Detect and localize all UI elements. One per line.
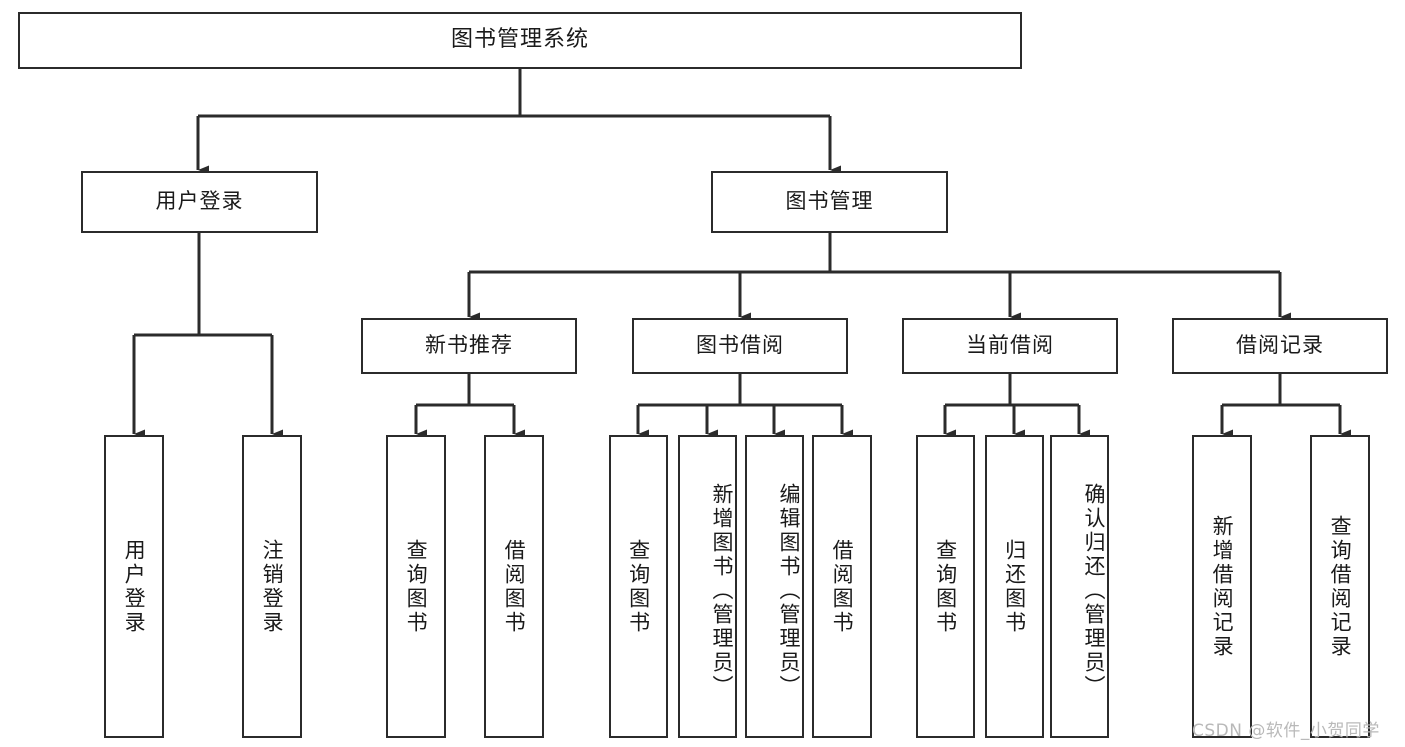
leaf-leaf-query-book-1[interactable]: 查询图书 [386, 435, 446, 738]
node-label: 借阅图书 [830, 538, 855, 635]
node-label: 用户登录 [122, 538, 147, 635]
node-label: 借阅记录 [1236, 333, 1324, 358]
node-label: 查询图书 [933, 538, 958, 635]
leaf-leaf-add-book-admin[interactable]: 新增图书（管理员） [678, 435, 737, 738]
leaf-leaf-user-login[interactable]: 用户登录 [104, 435, 164, 738]
node-label: 查询图书 [404, 538, 429, 635]
leaf-leaf-borrow-book-2[interactable]: 借阅图书 [812, 435, 872, 738]
leaf-leaf-query-book-2[interactable]: 查询图书 [609, 435, 668, 738]
node-label: 归还图书 [1002, 538, 1027, 635]
node-label: 当前借阅 [966, 333, 1054, 358]
node-label: 新增图书（管理员） [710, 482, 734, 699]
node-root-label: 图书管理系统 [450, 27, 589, 53]
leaf-leaf-logout[interactable]: 注销登录 [242, 435, 302, 738]
node-label: 新增借阅记录 [1210, 514, 1235, 659]
node-borrow-record[interactable]: 借阅记录 [1172, 318, 1388, 374]
node-label: 用户登录 [155, 189, 244, 214]
leaf-leaf-query-book-3[interactable]: 查询图书 [916, 435, 975, 738]
leaf-leaf-add-borrow-record[interactable]: 新增借阅记录 [1192, 435, 1252, 738]
node-label: 查询借阅记录 [1328, 514, 1353, 659]
watermark: CSDN @软件_小贺同学 [1192, 721, 1380, 741]
leaf-leaf-borrow-book-1[interactable]: 借阅图书 [484, 435, 544, 738]
node-label: 借阅图书 [502, 538, 527, 635]
node-user-login[interactable]: 用户登录 [81, 171, 318, 233]
leaf-leaf-return-book[interactable]: 归还图书 [985, 435, 1044, 738]
node-book-borrow[interactable]: 图书借阅 [632, 318, 848, 374]
node-root[interactable]: 图书管理系统 [18, 12, 1022, 69]
node-label: 新书推荐 [425, 333, 513, 358]
node-label: 查询图书 [626, 538, 651, 635]
node-current-borrow[interactable]: 当前借阅 [902, 318, 1118, 374]
node-label: 注销登录 [260, 538, 285, 635]
node-label: 确认归还（管理员） [1082, 482, 1106, 699]
node-new-book-recommend[interactable]: 新书推荐 [361, 318, 577, 374]
edge-layer [132, 69, 1351, 439]
leaf-leaf-confirm-return-admin[interactable]: 确认归还（管理员） [1050, 435, 1109, 738]
node-book-manage[interactable]: 图书管理 [711, 171, 948, 233]
leaf-leaf-query-borrow-record[interactable]: 查询借阅记录 [1310, 435, 1370, 738]
node-label: 编辑图书（管理员） [777, 482, 801, 699]
node-label: 图书借阅 [696, 333, 784, 358]
leaf-leaf-edit-book-admin[interactable]: 编辑图书（管理员） [745, 435, 804, 738]
node-label: 图书管理 [785, 189, 874, 214]
